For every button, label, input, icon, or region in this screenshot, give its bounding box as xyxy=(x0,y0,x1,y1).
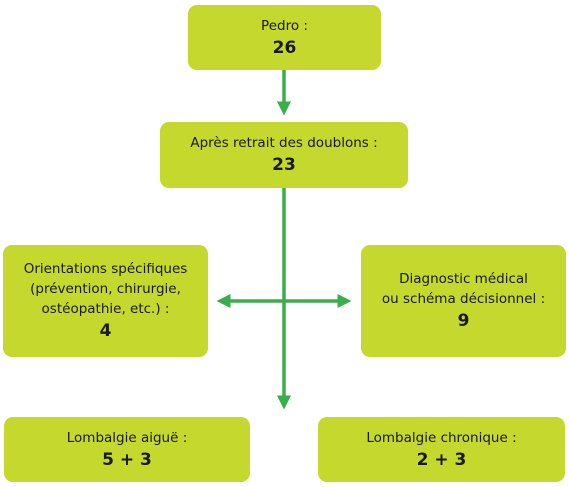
node-specific-label-line: Orientations spécifiques xyxy=(23,261,188,277)
node-chronic-label: Lombalgie chronique : xyxy=(366,429,517,446)
node-acute: Lombalgie aiguë : 5 + 3 xyxy=(4,417,250,482)
node-diagnostic-label-line: Diagnostic médical xyxy=(399,271,528,287)
node-dedup: Après retrait des doublons : 23 xyxy=(160,122,408,188)
node-dedup-label: Après retrait des doublons : xyxy=(190,135,378,151)
node-dedup-value: 23 xyxy=(272,155,296,175)
node-specific: Orientations spécifiques (prévention, ch… xyxy=(3,245,208,357)
node-source: Pedro : 26 xyxy=(188,5,381,70)
node-specific-label-line: ostéopathie, etc.) : xyxy=(41,301,170,317)
node-specific-label-line: (prévention, chirurgie, xyxy=(30,281,181,297)
node-diagnostic: Diagnostic médical ou schéma décisionnel… xyxy=(361,245,566,357)
node-source-value: 26 xyxy=(272,37,297,58)
node-acute-label: Lombalgie aiguë : xyxy=(66,429,188,446)
node-diagnostic-value: 9 xyxy=(457,311,470,331)
node-chronic: Lombalgie chronique : 2 + 3 xyxy=(318,417,565,482)
node-acute-value: 5 + 3 xyxy=(102,449,152,470)
node-specific-value: 4 xyxy=(99,321,112,341)
node-diagnostic-label-line: ou schéma décisionnel : xyxy=(381,291,546,307)
node-source-label: Pedro : xyxy=(261,17,308,34)
node-chronic-value: 2 + 3 xyxy=(416,449,467,470)
